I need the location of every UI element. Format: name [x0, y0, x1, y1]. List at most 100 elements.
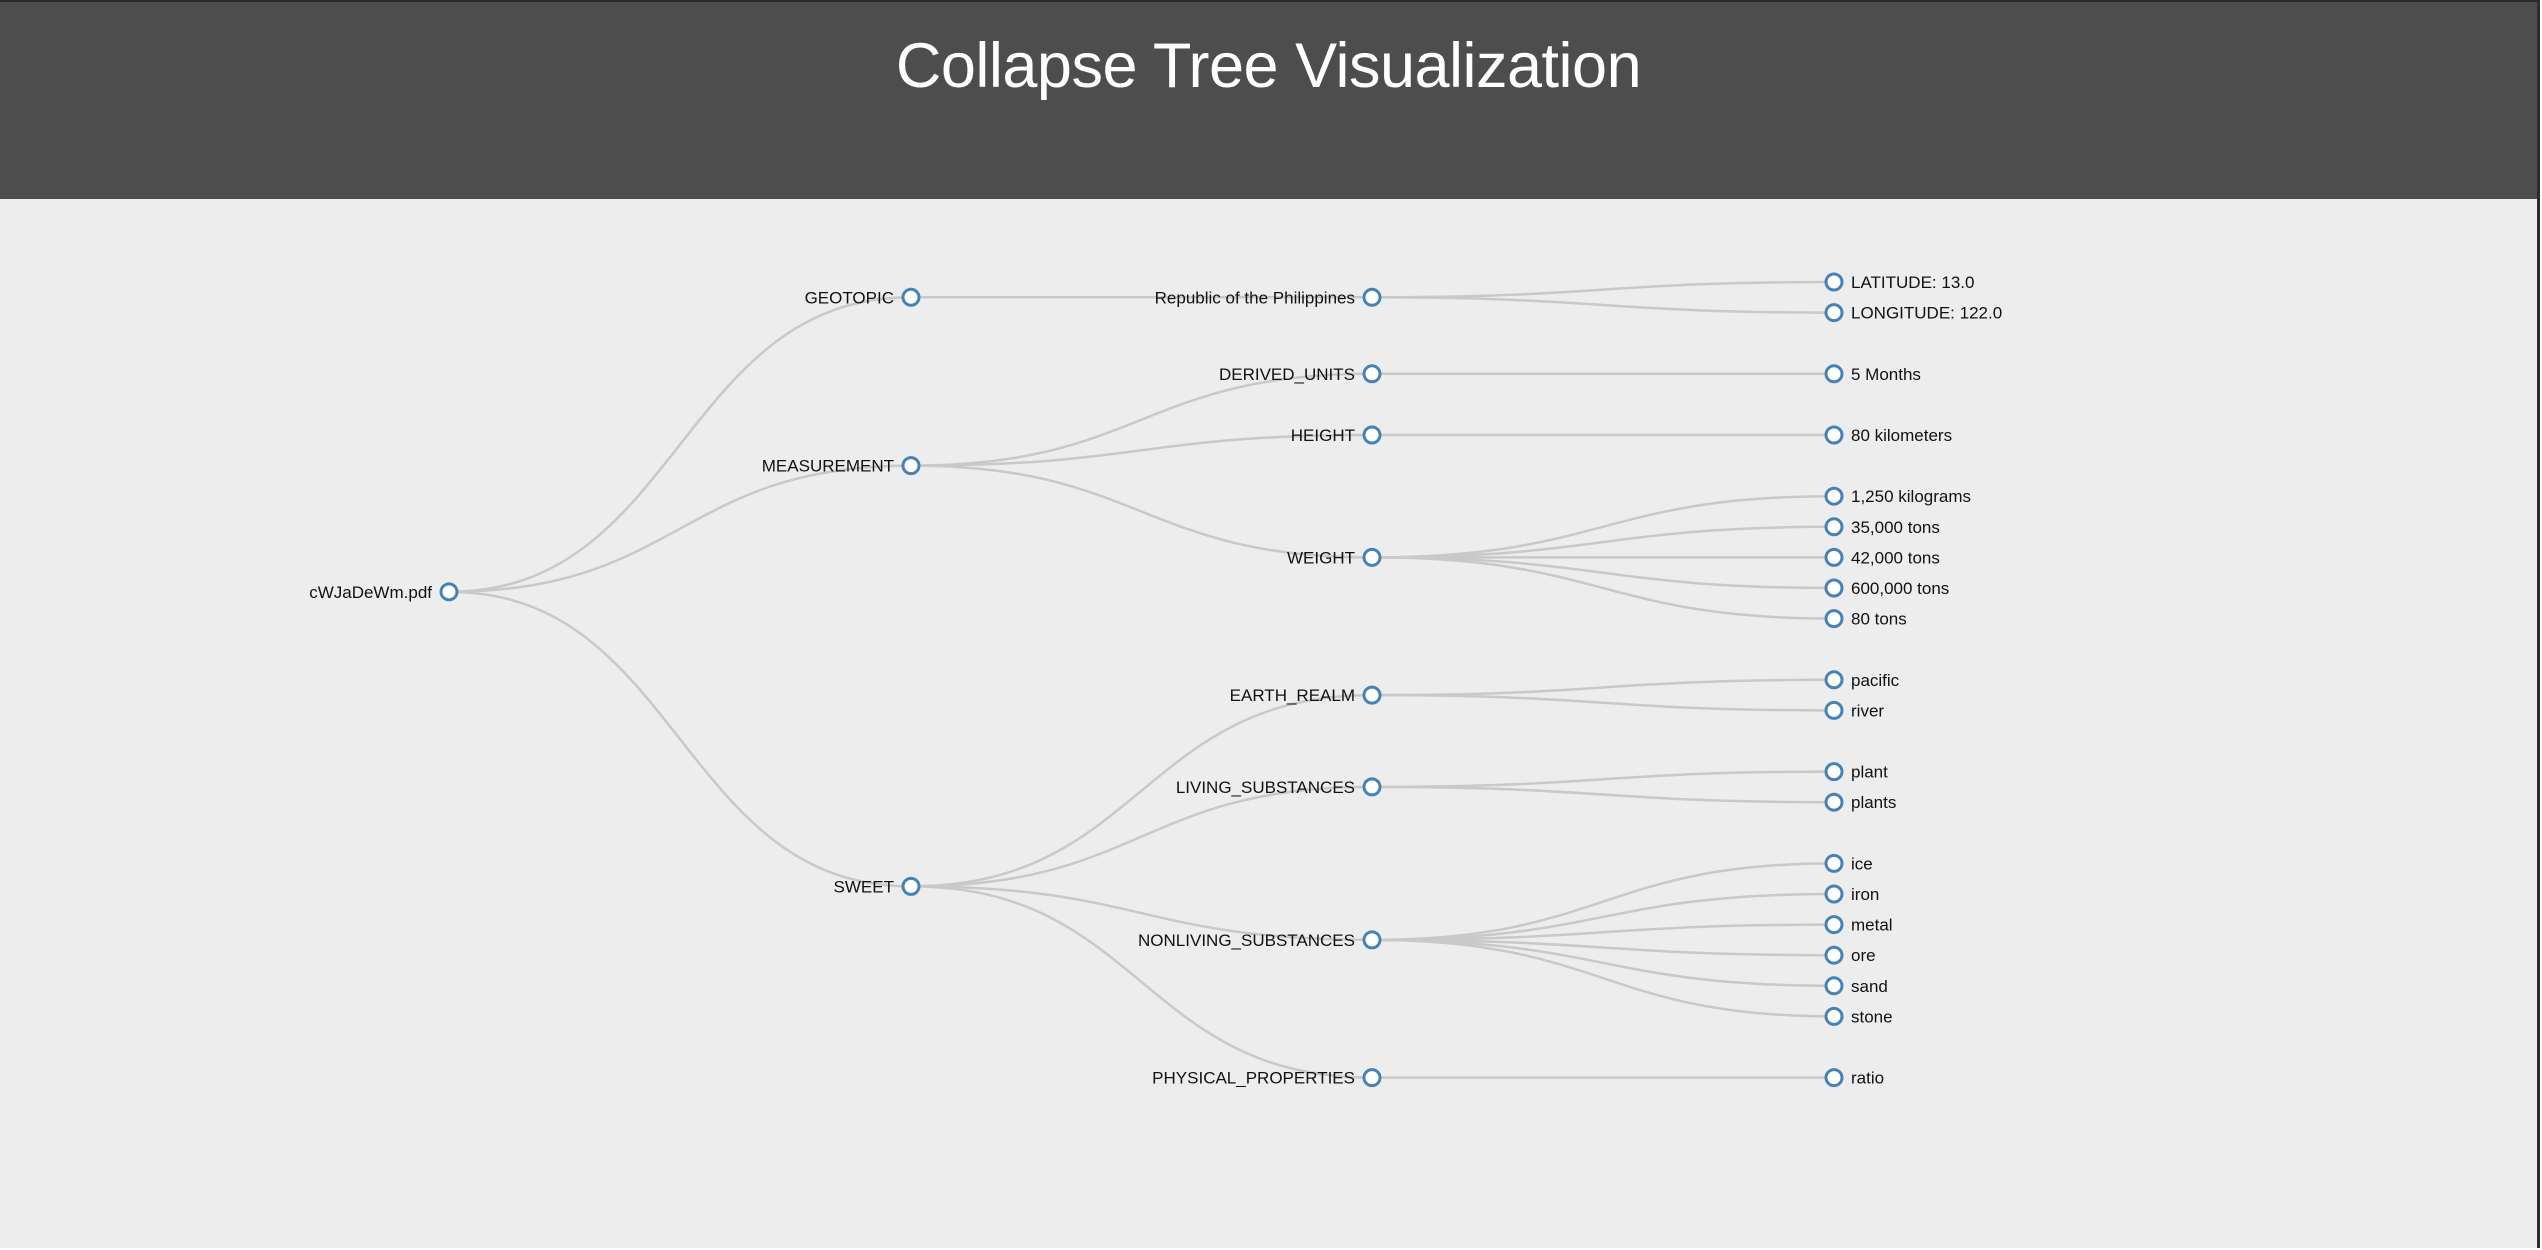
tree-node-80-kilometers[interactable]: 80 kilometers — [1824, 425, 1952, 445]
node-toggle-circle[interactable] — [1824, 853, 1844, 873]
node-label: river — [1851, 701, 1884, 720]
node-toggle-circle[interactable] — [1824, 700, 1844, 720]
tree-node-republic-of-the-philippines[interactable]: Republic of the Philippines — [1155, 287, 1382, 307]
tree-link-republic-of-the-philippines-to-longitude-122-0 — [1371, 296, 1835, 314]
node-toggle-circle[interactable] — [1362, 547, 1382, 567]
node-toggle-circle[interactable] — [1824, 547, 1844, 567]
tree-node-nonliving-substances[interactable]: NONLIVING_SUBSTANCES — [1138, 930, 1382, 950]
node-label: EARTH_REALM — [1230, 686, 1355, 705]
tree-node-physical-properties[interactable]: PHYSICAL_PROPERTIES — [1152, 1068, 1382, 1088]
node-toggle-circle[interactable] — [1362, 777, 1382, 797]
tree-link-measurement-to-height — [910, 433, 1373, 467]
tree-link-earth-realm-to-pacific — [1371, 678, 1835, 697]
node-label: 42,000 tons — [1851, 548, 1940, 567]
node-toggle-circle[interactable] — [1362, 364, 1382, 384]
node-label: ore — [1851, 946, 1876, 965]
node-label: SWEET — [834, 877, 894, 896]
tree-link-earth-realm-to-river — [1371, 693, 1835, 712]
node-toggle-circle[interactable] — [1824, 578, 1844, 598]
tree-node-living-substances[interactable]: LIVING_SUBSTANCES — [1176, 777, 1382, 797]
tree-link-nonliving-substances-to-ore — [1371, 938, 1835, 957]
tree-node-geotopic[interactable]: GEOTOPIC — [805, 287, 921, 307]
tree-node-pacific[interactable]: pacific — [1824, 670, 1900, 690]
tree-link-republic-of-the-philippines-to-latitude-13-0 — [1371, 280, 1835, 299]
tree-node-derived-units[interactable]: DERIVED_UNITS — [1219, 364, 1382, 384]
tree-node-river[interactable]: river — [1824, 700, 1884, 720]
tree-node-weight[interactable]: WEIGHT — [1287, 547, 1382, 567]
node-label: LATITUDE: 13.0 — [1851, 273, 1974, 292]
node-toggle-circle[interactable] — [1824, 303, 1844, 323]
node-label: NONLIVING_SUBSTANCES — [1138, 931, 1355, 950]
node-label: 5 Months — [1851, 365, 1921, 384]
tree-node-iron[interactable]: iron — [1824, 884, 1879, 904]
tree-link-weight-to-80-tons — [1371, 556, 1835, 620]
node-toggle-circle[interactable] — [1824, 1068, 1844, 1088]
tree-node-ore[interactable]: ore — [1824, 945, 1876, 965]
tree-node-earth-realm[interactable]: EARTH_REALM — [1230, 685, 1382, 705]
node-toggle-circle[interactable] — [1824, 976, 1844, 996]
tree-node-ice[interactable]: ice — [1824, 853, 1873, 873]
node-toggle-circle[interactable] — [1824, 272, 1844, 292]
node-toggle-circle[interactable] — [1824, 364, 1844, 384]
node-label: stone — [1851, 1007, 1893, 1026]
tree-link-cwjadewm-pdf-to-sweet — [448, 590, 912, 888]
tree-node-1-250-kilograms[interactable]: 1,250 kilograms — [1824, 486, 1971, 506]
node-toggle-circle[interactable] — [901, 876, 921, 896]
node-toggle-circle[interactable] — [1824, 792, 1844, 812]
node-label: pacific — [1851, 671, 1900, 690]
tree-node-plant[interactable]: plant — [1824, 762, 1888, 782]
tree-node-42-000-tons[interactable]: 42,000 tons — [1824, 547, 1940, 567]
tree-link-measurement-to-derived-units — [910, 372, 1373, 467]
node-label: 80 tons — [1851, 610, 1907, 629]
node-label: sand — [1851, 977, 1888, 996]
node-label: PHYSICAL_PROPERTIES — [1152, 1069, 1355, 1088]
tree-node-35-000-tons[interactable]: 35,000 tons — [1824, 517, 1940, 537]
tree-node-measurement[interactable]: MEASUREMENT — [762, 456, 921, 476]
node-toggle-circle[interactable] — [1824, 609, 1844, 629]
node-toggle-circle[interactable] — [1824, 486, 1844, 506]
node-toggle-circle[interactable] — [1362, 425, 1382, 445]
node-toggle-circle[interactable] — [1362, 287, 1382, 307]
tree-link-weight-to-35-000-tons — [1371, 525, 1835, 559]
tree-node-stone[interactable]: stone — [1824, 1006, 1893, 1026]
tree-node-600-000-tons[interactable]: 600,000 tons — [1824, 578, 1949, 598]
node-label: plant — [1851, 763, 1888, 782]
tree-node-cwjadewm-pdf[interactable]: cWJaDeWm.pdf — [309, 582, 459, 602]
tree-node-sand[interactable]: sand — [1824, 976, 1888, 996]
tree-node-sweet[interactable]: SWEET — [834, 876, 921, 896]
node-toggle-circle[interactable] — [901, 456, 921, 476]
node-toggle-circle[interactable] — [1824, 762, 1844, 782]
tree-node-longitude-122-0[interactable]: LONGITUDE: 122.0 — [1824, 303, 2002, 323]
tree-link-sweet-to-physical-properties — [910, 885, 1373, 1079]
node-toggle-circle[interactable] — [1824, 425, 1844, 445]
header-bar: Collapse Tree Visualization — [0, 2, 2537, 199]
tree-link-nonliving-substances-to-stone — [1371, 938, 1835, 1018]
node-toggle-circle[interactable] — [1824, 915, 1844, 935]
tree-node-80-tons[interactable]: 80 tons — [1824, 609, 1907, 629]
node-toggle-circle[interactable] — [1362, 930, 1382, 950]
node-toggle-circle[interactable] — [1824, 1006, 1844, 1026]
node-label: 35,000 tons — [1851, 518, 1940, 537]
tree-node-5-months[interactable]: 5 Months — [1824, 364, 1921, 384]
node-toggle-circle[interactable] — [439, 582, 459, 602]
node-toggle-circle[interactable] — [1362, 685, 1382, 705]
tree-link-nonliving-substances-to-metal — [1371, 923, 1835, 942]
tree-node-metal[interactable]: metal — [1824, 915, 1893, 935]
tree-link-sweet-to-living-substances — [910, 785, 1373, 888]
tree-node-height[interactable]: HEIGHT — [1291, 425, 1382, 445]
node-label: WEIGHT — [1287, 548, 1355, 567]
tree-node-plants[interactable]: plants — [1824, 792, 1896, 812]
node-toggle-circle[interactable] — [1824, 670, 1844, 690]
node-label: metal — [1851, 916, 1893, 935]
tree-nodes: cWJaDeWm.pdf GEOTOPIC Republic of the Phil… — [309, 272, 2002, 1088]
node-toggle-circle[interactable] — [1824, 517, 1844, 537]
tree-node-latitude-13-0[interactable]: LATITUDE: 13.0 — [1824, 272, 1974, 292]
tree-node-ratio[interactable]: ratio — [1824, 1068, 1884, 1088]
node-toggle-circle[interactable] — [1824, 884, 1844, 904]
node-label: MEASUREMENT — [762, 457, 894, 476]
node-toggle-circle[interactable] — [1824, 945, 1844, 965]
node-toggle-circle[interactable] — [901, 287, 921, 307]
node-label: LIVING_SUBSTANCES — [1176, 778, 1355, 797]
node-toggle-circle[interactable] — [1362, 1068, 1382, 1088]
